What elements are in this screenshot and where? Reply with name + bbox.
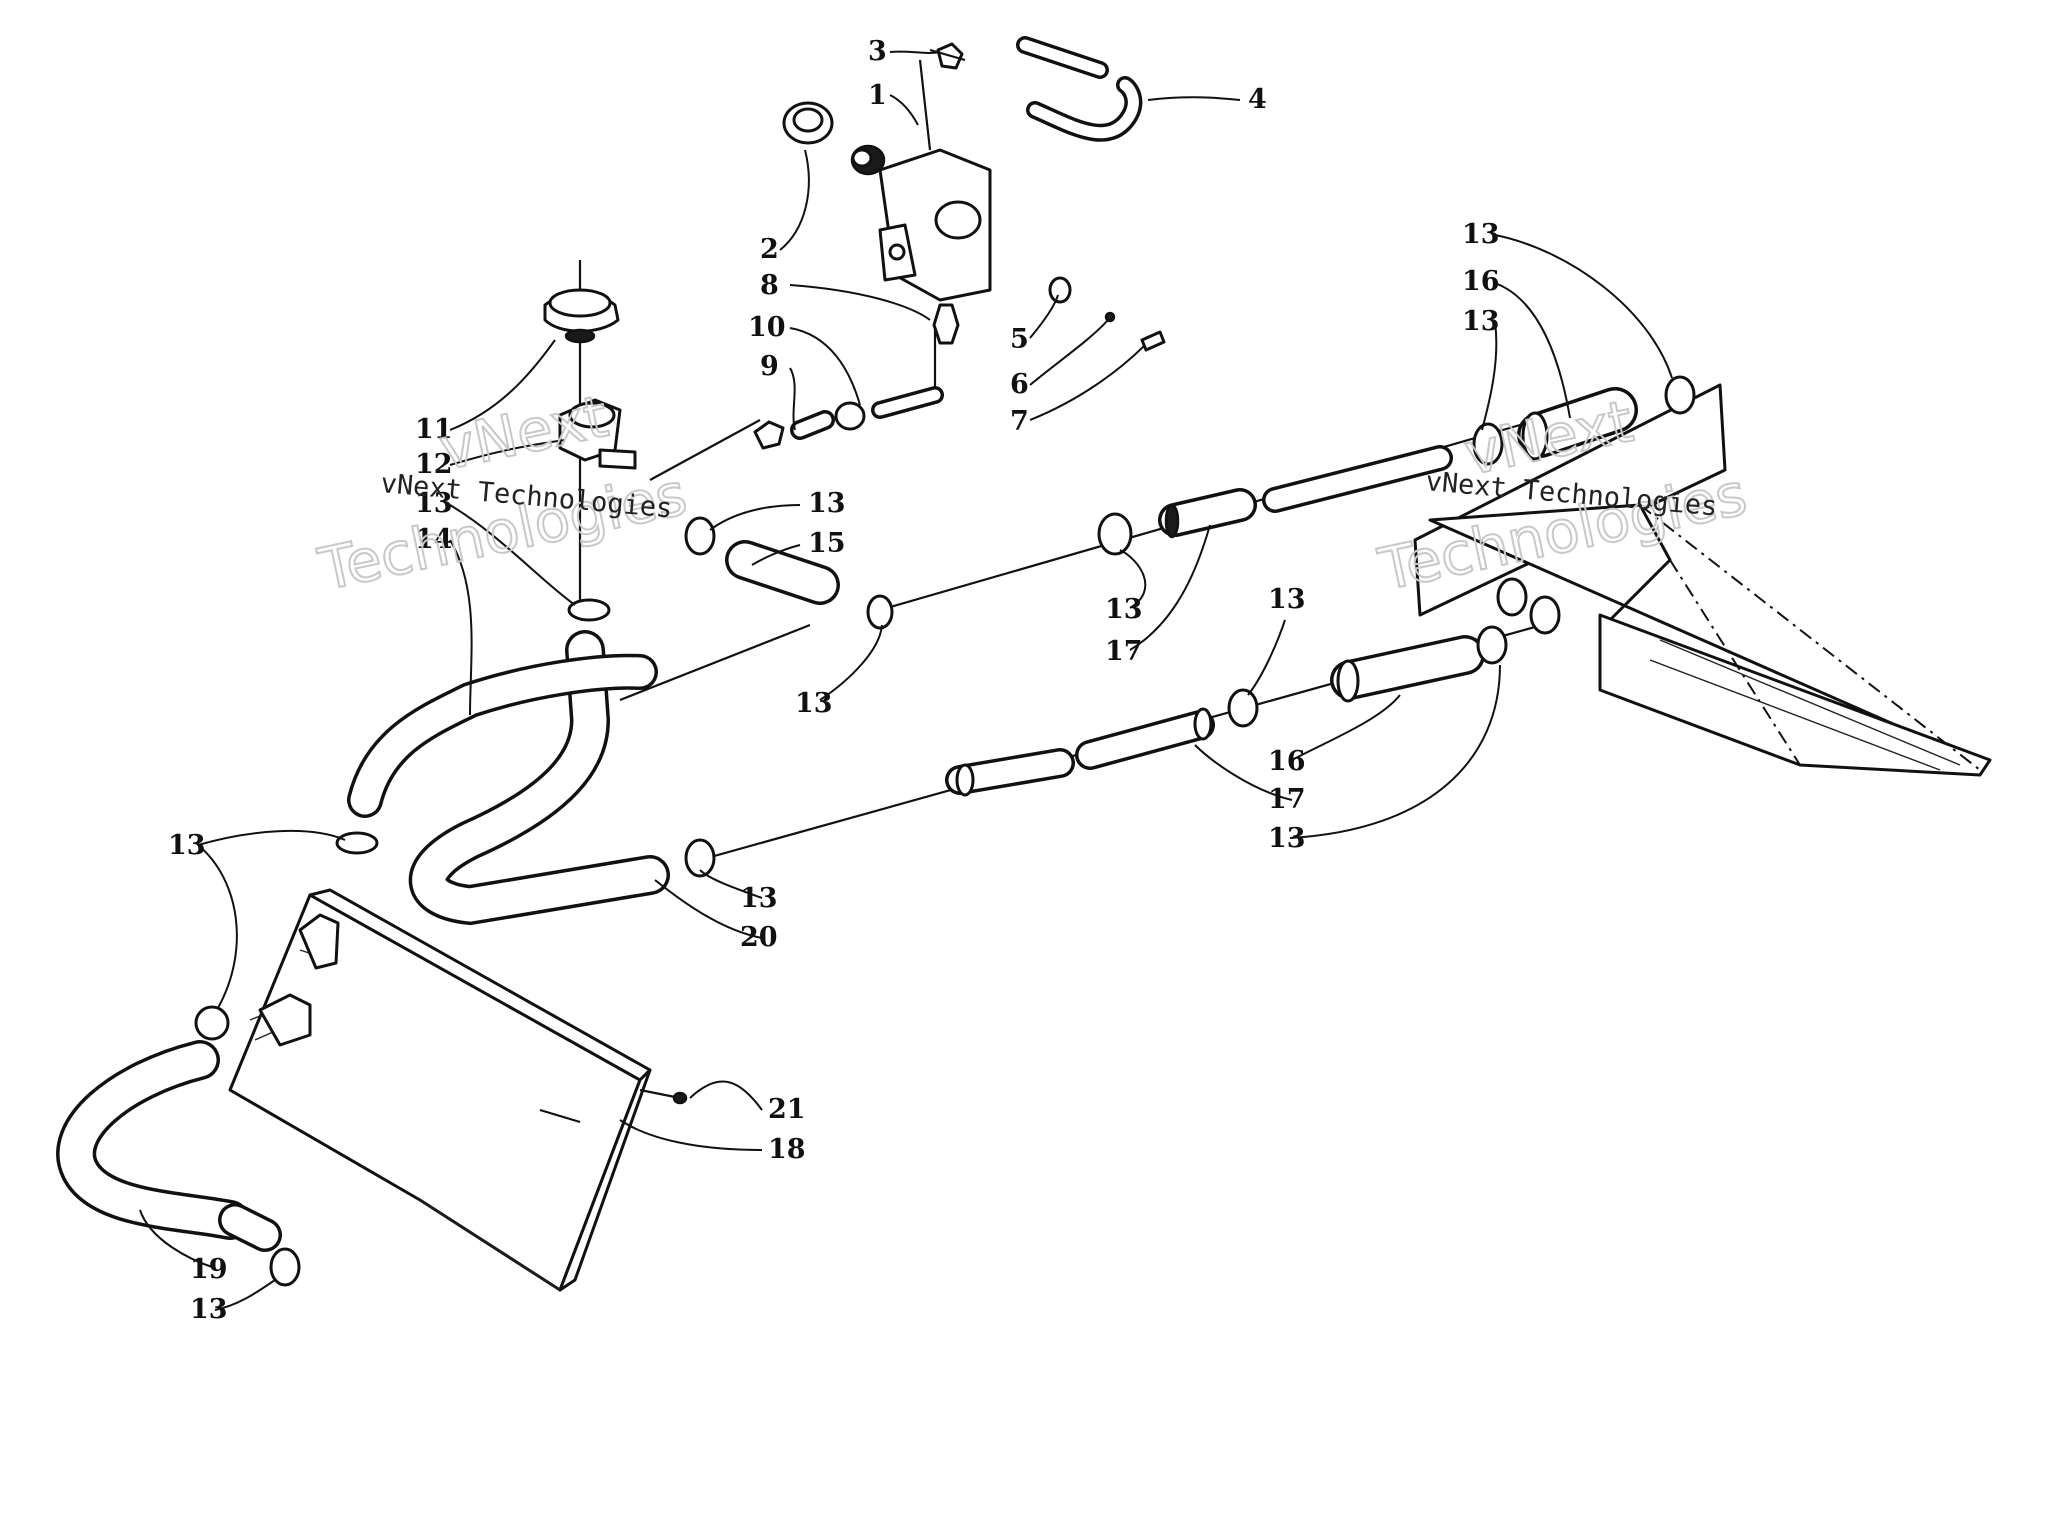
callout-16: 16	[1462, 266, 1500, 297]
callout-13: 13	[168, 830, 206, 861]
callout-17: 17	[1105, 636, 1143, 667]
hose-19	[56, 1040, 282, 1252]
callout-13: 13	[740, 883, 778, 914]
hose-16-lower	[1330, 635, 1485, 703]
callout-7: 7	[1010, 406, 1029, 437]
callout-4: 4	[1248, 84, 1267, 115]
callout-12: 12	[415, 449, 453, 480]
callout-1: 1	[868, 80, 887, 111]
tube-lower	[945, 748, 1075, 797]
bottle-cap	[782, 101, 834, 145]
heat-exchanger-tunnel	[1413, 383, 1992, 777]
hose-16-upper	[1517, 387, 1638, 461]
washer-screw-set	[1048, 276, 1166, 352]
callout-18: 18	[768, 1134, 806, 1165]
callout-15: 15	[808, 528, 846, 559]
hose-clamps	[194, 375, 1696, 1287]
callout-17: 17	[1268, 784, 1306, 815]
callout-19: 19	[190, 1254, 228, 1285]
callout-8: 8	[760, 270, 779, 301]
callout-13: 13	[190, 1294, 228, 1325]
callout-13: 13	[1462, 306, 1500, 337]
callout-11: 11	[415, 414, 453, 445]
bottle-filler-neck	[850, 144, 886, 176]
filler-neck	[558, 398, 637, 470]
callout-13: 13	[415, 488, 453, 519]
callout-10: 10	[748, 312, 786, 343]
hose-17-lower	[1075, 707, 1215, 770]
vent-hose	[1016, 36, 1143, 142]
radiator	[228, 888, 652, 1292]
callout-13: 13	[1105, 594, 1143, 625]
callout-13: 13	[1268, 823, 1306, 854]
callout-13: 13	[795, 688, 833, 719]
callout-21: 21	[768, 1094, 806, 1125]
callout-13: 13	[1462, 219, 1500, 250]
callout-9: 9	[760, 351, 779, 382]
overflow-hose	[753, 386, 944, 450]
callout-labels: 1 2 3 4 5 6 7 8 9 10 11 12 13 14 13 15 1…	[168, 36, 1500, 1325]
hose-fitting-8	[932, 303, 960, 345]
hose-15	[725, 540, 840, 605]
vent-fitting	[929, 42, 966, 70]
radiator-bleed-screw	[639, 1088, 688, 1105]
callout-13: 13	[808, 488, 846, 519]
callout-13: 13	[1268, 584, 1306, 615]
callout-16: 16	[1268, 746, 1306, 777]
hose-14-bend	[408, 630, 670, 926]
callout-5: 5	[1010, 324, 1029, 355]
callout-14: 14	[415, 524, 453, 555]
radiator-cap	[543, 288, 620, 344]
watermark-left: vNext Technologies vNext Technologies	[312, 381, 694, 605]
coolant-bottle	[878, 148, 992, 302]
callout-3: 3	[868, 36, 887, 67]
callout-2: 2	[760, 234, 779, 265]
watermark-brand-short: vNext	[434, 382, 614, 484]
tube-upper	[1262, 445, 1453, 513]
hose-17-upper	[1158, 488, 1257, 539]
callout-20: 20	[740, 922, 778, 953]
callout-6: 6	[1010, 369, 1029, 400]
leader-lines	[139, 50, 1673, 1311]
